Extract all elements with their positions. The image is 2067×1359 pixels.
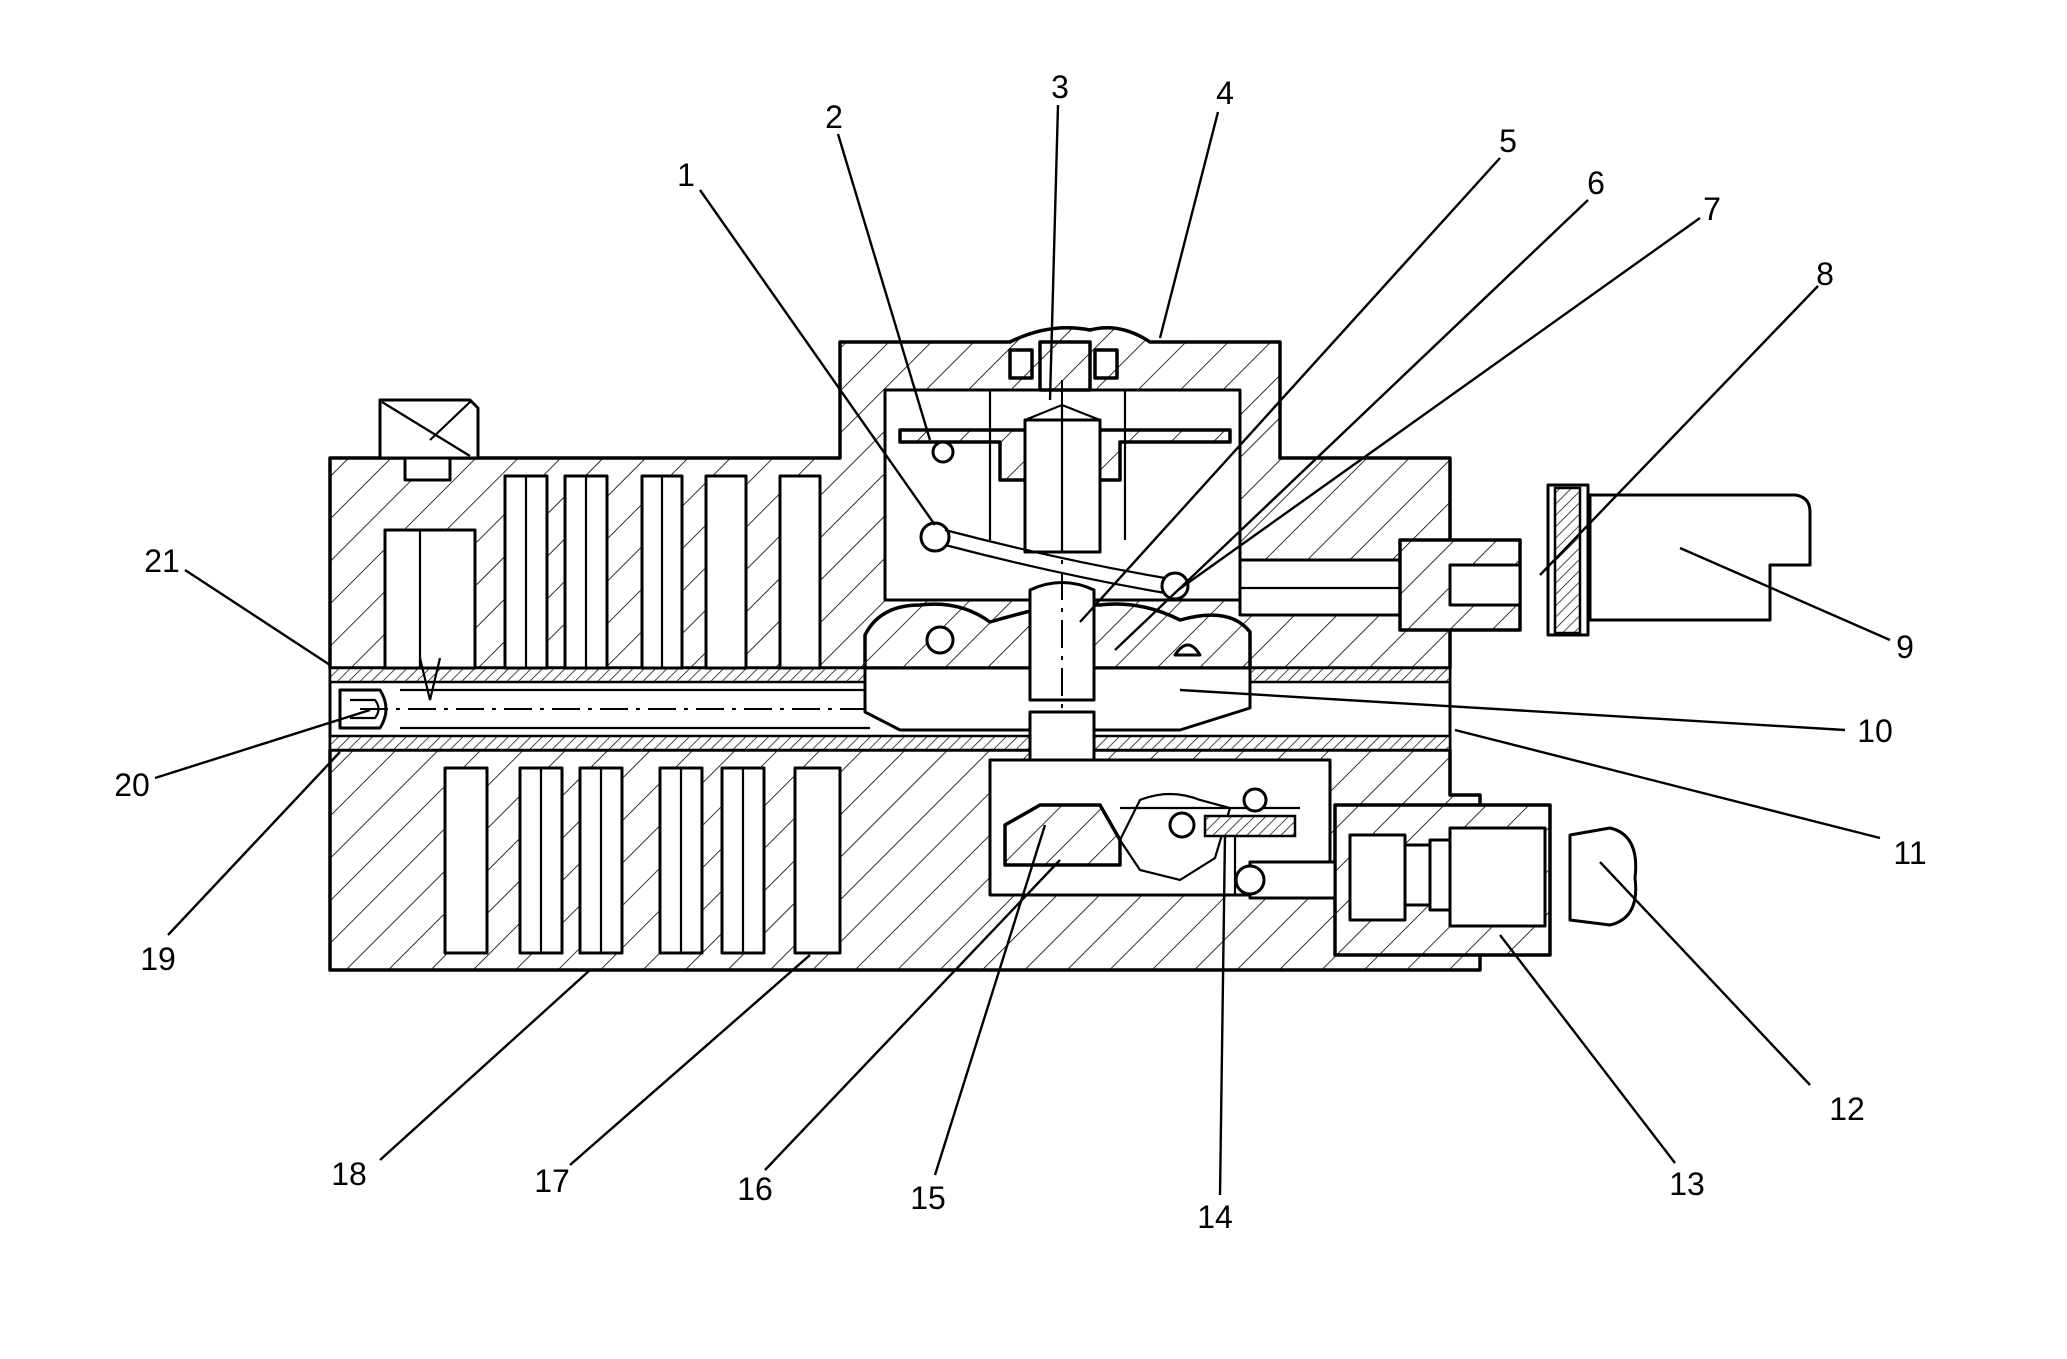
callout-6: 6 [1587,165,1605,201]
callout-16: 16 [737,1171,773,1207]
callout-15: 15 [910,1180,946,1216]
callout-13: 13 [1669,1166,1705,1202]
callout-19: 19 [140,941,176,977]
callout-12: 12 [1829,1091,1865,1127]
lower-right-fitting [1234,803,1638,957]
callout-1: 1 [677,157,695,193]
callout-18: 18 [331,1156,367,1192]
callout-labels: 1 2 3 4 5 6 7 8 9 10 11 12 13 14 15 16 1… [114,69,1926,1235]
callout-20: 20 [114,767,150,803]
callout-14: 14 [1197,1199,1233,1235]
callout-17: 17 [534,1163,570,1199]
callout-11: 11 [1893,835,1926,871]
callout-8: 8 [1816,256,1834,292]
leader-lines [154,104,1891,1196]
lower-disc-stack [443,766,842,955]
top-plug [378,398,480,482]
callout-10: 10 [1857,713,1893,749]
callout-2: 2 [825,99,843,135]
callout-4: 4 [1216,75,1234,111]
callout-5: 5 [1499,123,1517,159]
callout-7: 7 [1703,191,1721,227]
callout-21: 21 [144,543,180,579]
piston-rod [338,657,1240,730]
upper-disc-stack [383,474,822,670]
callout-3: 3 [1051,69,1069,105]
callout-9: 9 [1896,629,1914,665]
